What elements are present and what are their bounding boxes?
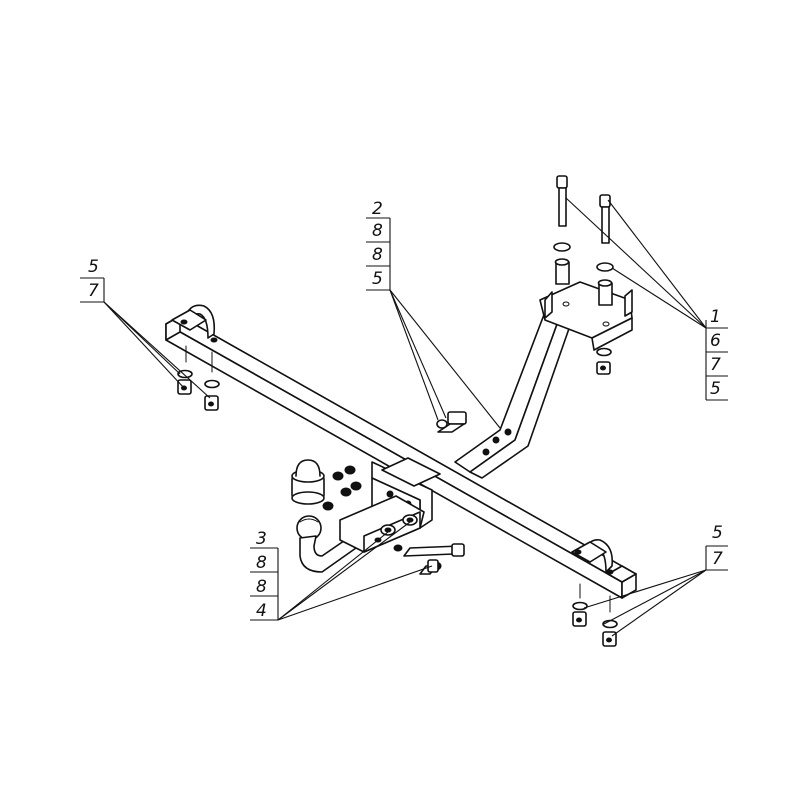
callout-top-left-2: 7 xyxy=(88,281,99,301)
callout-center-top-3: 8 xyxy=(372,245,383,265)
callout-bottom-left: 3 8 8 4 xyxy=(250,521,433,621)
right-clamp xyxy=(571,539,618,647)
hitch-bolts xyxy=(393,543,465,575)
callout-top-left-1: 5 xyxy=(88,257,99,277)
callout-right-top-4: 5 xyxy=(710,379,721,399)
callout-bottom-left-3: 8 xyxy=(256,577,267,597)
callout-center-top-2: 8 xyxy=(372,221,383,241)
callout-center-top-1: 2 xyxy=(372,199,383,219)
callout-top-left: 5 7 xyxy=(80,257,211,399)
callout-bottom-left-4: 4 xyxy=(256,601,267,621)
callout-bottom-right: 5 7 xyxy=(583,523,728,637)
callout-bottom-left-1: 3 xyxy=(256,529,267,549)
callout-right-top: 1 6 7 5 xyxy=(565,197,728,401)
callout-bottom-right-1: 5 xyxy=(712,523,723,543)
callout-center-top: 2 8 8 5 xyxy=(366,199,501,429)
side-bracket-arm xyxy=(454,281,633,479)
callout-bottom-right-2: 7 xyxy=(712,549,723,569)
bracket-bolts xyxy=(553,175,614,375)
callout-right-top-3: 7 xyxy=(710,355,721,375)
callout-center-top-4: 5 xyxy=(372,269,383,289)
main-cross-beam xyxy=(165,315,637,599)
callout-right-top-2: 6 xyxy=(710,331,721,351)
callout-right-top-1: 1 xyxy=(710,307,721,327)
callout-bottom-left-2: 8 xyxy=(256,553,267,573)
left-clamp xyxy=(171,304,220,411)
arm-bolt xyxy=(436,411,467,433)
tow-hitch-ball xyxy=(291,459,425,573)
